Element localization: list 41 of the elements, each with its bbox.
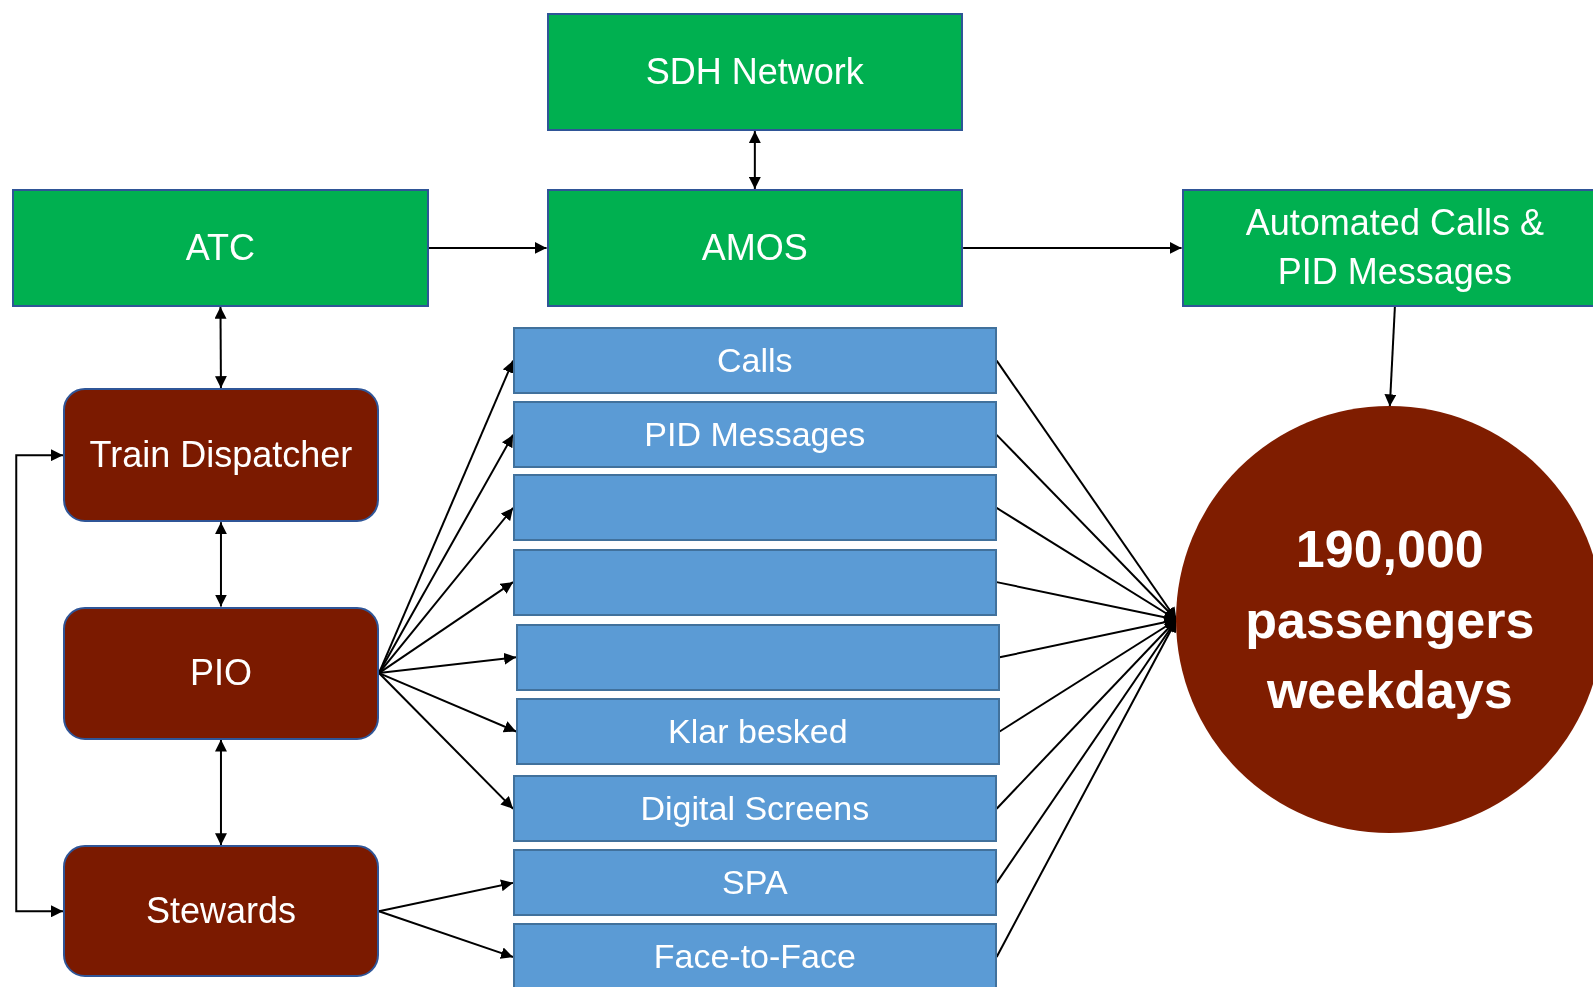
system-box (1181, 188, 1593, 307)
arrow (377, 879, 515, 913)
node-label: ATC (184, 225, 257, 270)
audience-count: 190,000 passengers weekdays (1244, 519, 1536, 721)
node-label: PIO (188, 650, 253, 695)
channel-box (513, 849, 997, 917)
node-label: PID Messages (643, 413, 867, 455)
arrow (214, 738, 227, 847)
arrow (748, 130, 761, 190)
arrow (377, 672, 515, 810)
node-label: Digital Screens (639, 787, 871, 829)
channel-box (513, 401, 997, 469)
node-label: Automated Calls & PID Messages (1244, 201, 1545, 294)
system-box (12, 188, 429, 307)
node-label: SDH Network (644, 49, 865, 94)
arrow (15, 449, 64, 918)
arrow (214, 305, 227, 390)
arrow (962, 241, 1183, 254)
channel-box (513, 775, 997, 843)
node-label: Klar besked (667, 710, 849, 752)
arrow (214, 521, 227, 608)
role-box (63, 388, 379, 523)
node-label: SPA (721, 861, 789, 903)
node-label: Train Dispatcher (88, 432, 354, 477)
channel-box (513, 923, 997, 987)
arrow (377, 910, 515, 959)
arrow (427, 241, 548, 254)
channel-box (516, 623, 1000, 691)
channel-box (513, 548, 997, 616)
node-label: Face-to-Face (652, 936, 857, 978)
channel-box (513, 474, 997, 542)
channel-box (513, 327, 997, 395)
node-label: AMOS (700, 225, 809, 270)
channel-box (516, 697, 1000, 765)
system-box (546, 13, 964, 132)
role-box (63, 845, 379, 978)
node-label: Calls (716, 339, 794, 381)
system-box (546, 188, 964, 307)
role-box (63, 606, 379, 740)
node-label: Stewards (144, 889, 297, 933)
arrow (1384, 305, 1397, 408)
